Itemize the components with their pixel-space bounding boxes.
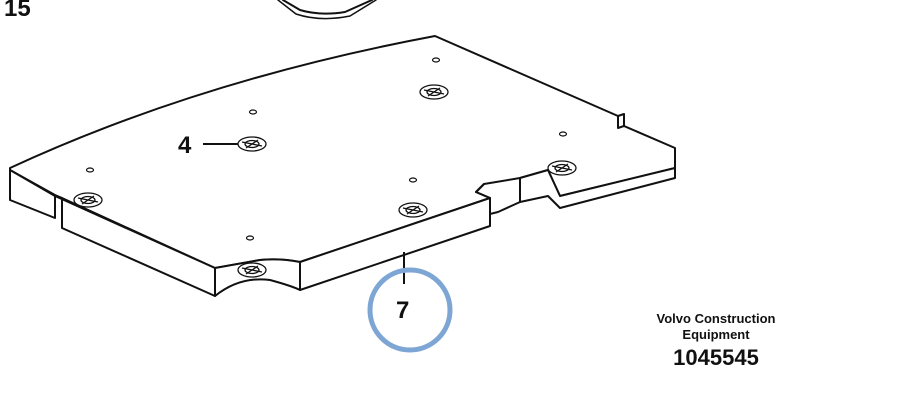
fastener xyxy=(398,202,428,218)
callout-4: 4 xyxy=(178,132,192,159)
callout-15: 15 xyxy=(4,0,31,22)
part-number: 1045545 xyxy=(673,345,759,370)
callout-7: 7 xyxy=(396,297,409,324)
hole xyxy=(248,109,258,115)
hole xyxy=(558,131,568,137)
fastener xyxy=(237,136,267,152)
upper-component-outline xyxy=(282,0,373,15)
fastener xyxy=(419,84,449,100)
fastener xyxy=(73,192,103,208)
panel-right-end xyxy=(617,115,625,129)
upper-component-edge xyxy=(277,0,377,20)
fastener xyxy=(547,160,577,176)
panel-left-side xyxy=(9,169,56,219)
manufacturer-line-2: Equipment xyxy=(682,327,750,342)
hole xyxy=(245,235,255,241)
panel-left-front xyxy=(54,195,216,297)
panel-step-inner xyxy=(475,183,491,199)
panel-right-front xyxy=(299,197,491,291)
manufacturer-caption: Volvo Construction Equipment xyxy=(636,311,796,343)
hole xyxy=(431,57,441,63)
hole xyxy=(408,177,418,183)
highlight-ring xyxy=(367,267,453,353)
hole xyxy=(85,167,95,173)
manufacturer-line-1: Volvo Construction xyxy=(656,311,776,326)
fastener xyxy=(237,262,267,278)
panel-right-step xyxy=(489,167,676,215)
panel-front-notch xyxy=(214,258,301,297)
